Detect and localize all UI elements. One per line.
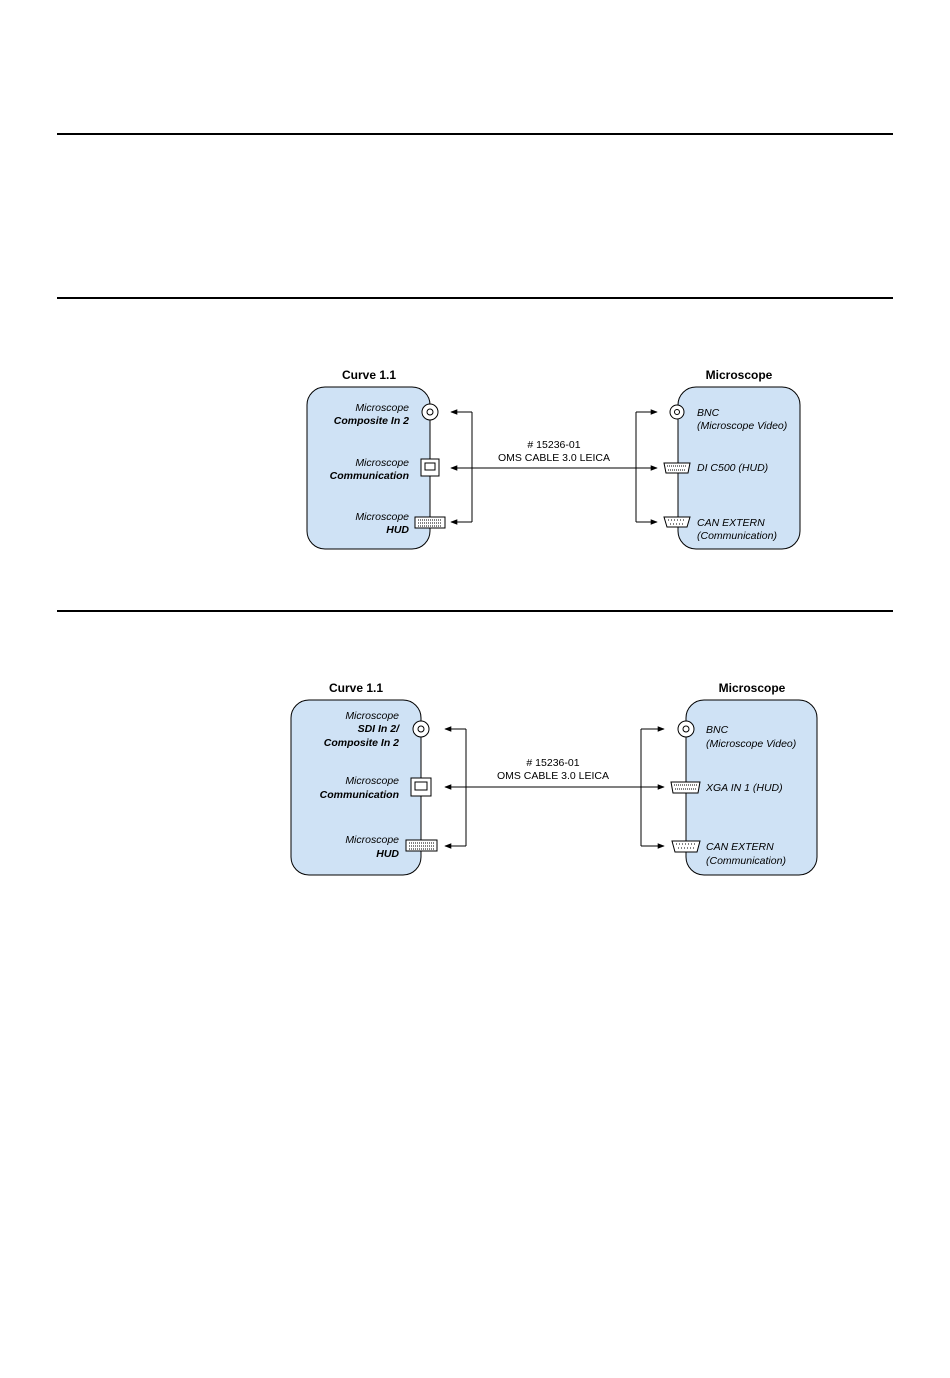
diagram2-left-title: Curve 1.1 [329,681,383,695]
port-label: CAN EXTERN [697,517,765,529]
port-label: HUD [386,524,409,536]
usb-connector-icon [420,458,440,477]
bnc-connector-icon [421,403,439,421]
port-label: Communication [320,789,399,801]
cable-lines [444,726,665,849]
port-label: SDI In 2/ [358,723,401,735]
rule-top [57,133,893,135]
port-label: HUD [376,848,399,860]
port-label: (Microscope Video) [697,420,787,432]
diagram2-right-title: Microscope [719,681,786,695]
port-label: Microscope [345,834,399,846]
usb-connector-icon [410,777,432,797]
port-label: Composite In 2 [334,415,409,427]
cable-name: OMS CABLE 3.0 LEICA [497,770,609,782]
diagram-1: Curve 1.1 Microscope Microscope Composit… [306,368,801,550]
rule-lower [57,610,893,612]
port-label: (Communication) [706,855,786,867]
port-label: DI C500 (HUD) [697,462,768,474]
dsub9-connector-icon [663,516,691,528]
cable-part-number: # 15236-01 [527,439,580,451]
dsub-connector-icon [663,462,691,474]
port-label: (Microscope Video) [706,738,796,750]
cable-lines [450,409,658,525]
curve-device-box [290,699,422,876]
port-label: Microscope [345,775,399,787]
port-label: BNC [697,407,720,419]
dsub-connector-icon [670,781,701,794]
dsub9-connector-icon [671,840,701,853]
cable-name: OMS CABLE 3.0 LEICA [498,452,610,464]
diagram-2: Curve 1.1 Microscope Microscope SDI In 2… [290,681,818,876]
diagram1-left-title: Curve 1.1 [342,368,396,382]
port-label: Composite In 2 [324,737,399,749]
port-label: Microscope [355,402,409,414]
rule-middle [57,297,893,299]
port-label: XGA IN 1 (HUD) [705,782,783,794]
port-label: BNC [706,724,729,736]
dvi-connector-icon [414,516,446,529]
port-label: (Communication) [697,530,777,542]
diagram1-right-title: Microscope [706,368,773,382]
port-label: Microscope [355,457,409,469]
bnc-connector-icon [669,404,685,420]
port-label: Microscope [345,710,399,722]
port-label: Communication [330,470,409,482]
port-label: CAN EXTERN [706,841,774,853]
port-label: Microscope [355,511,409,523]
bnc-connector-icon [677,720,695,738]
bnc-connector-icon [412,720,430,738]
cable-part-number: # 15236-01 [526,757,579,769]
dvi-connector-icon [405,839,438,852]
